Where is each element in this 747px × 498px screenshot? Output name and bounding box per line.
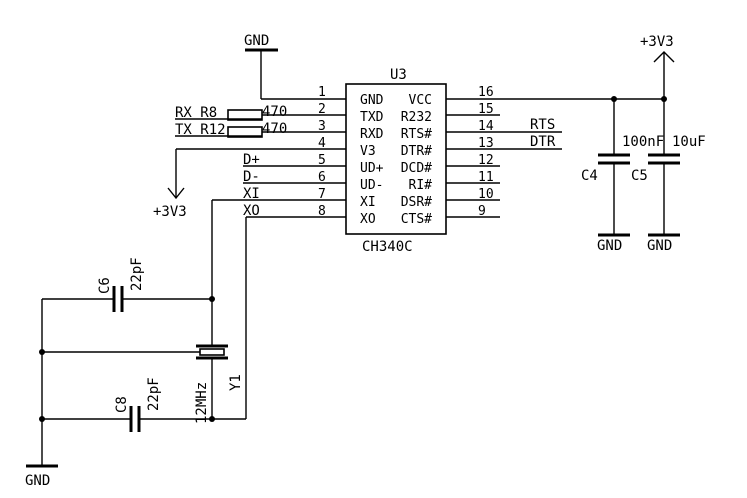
y1-ref: Y1	[228, 374, 244, 391]
capacitor-c5: C5 10uF	[631, 99, 706, 235]
left-pin-names: GND TXD RXD V3 UD+ UD- XI XO	[360, 93, 384, 227]
pin-number: 11	[478, 170, 494, 185]
right-pin-numbers: 16 15 14 13 12 11 10 9	[478, 85, 494, 219]
pin-name: R232	[401, 110, 432, 125]
net-label-xi: XI	[243, 186, 260, 202]
pin-number: 5	[318, 153, 326, 168]
pin-name: V3	[360, 144, 376, 159]
vcc-label-right: +3V3	[640, 34, 674, 50]
pin-number: 7	[318, 187, 326, 202]
pin-name: GND	[360, 93, 384, 108]
c6-ref: C6	[97, 277, 113, 294]
pin-name: TXD	[360, 110, 384, 125]
pin-number: 1	[318, 85, 326, 100]
r8-value: 470	[262, 104, 287, 120]
net-label-rts: RTS	[530, 117, 555, 133]
c4-ref: C4	[581, 168, 598, 184]
pin-name: XI	[360, 195, 376, 210]
pin-number: 14	[478, 119, 494, 134]
pin-name: DSR#	[401, 195, 432, 210]
ic-u3: U3 CH340C	[345, 67, 447, 255]
pin-name: DTR#	[401, 144, 432, 159]
pin-number: 12	[478, 153, 494, 168]
gnd-label-bottom: GND	[25, 473, 50, 489]
gnd-label-c4: GND	[597, 238, 622, 254]
resistor-r12: TX R12 470	[175, 121, 296, 138]
capacitor-c4: C4 100nF	[581, 99, 664, 235]
c5-value: 10uF	[672, 134, 706, 150]
vcc-symbol-right: +3V3	[640, 34, 675, 99]
net-label-dplus: D+	[243, 152, 260, 168]
vcc-label-left: +3V3	[153, 204, 187, 220]
right-pin-stubs	[446, 114, 562, 218]
net-label-dminus: D-	[243, 169, 260, 185]
pin-name: VCC	[409, 93, 432, 108]
pin-number: 10	[478, 187, 494, 202]
pin-number: 3	[318, 119, 326, 134]
pin-name: RTS#	[401, 127, 432, 142]
ic-body	[345, 83, 447, 235]
pin-name: RXD	[360, 127, 384, 142]
c4-value: 100nF	[622, 134, 664, 150]
pin-number: 8	[318, 204, 326, 219]
pin-number: 6	[318, 170, 326, 185]
r12-value: 470	[262, 121, 287, 137]
gnd-symbol-top: GND	[244, 33, 346, 100]
v3-net: +3V3	[153, 148, 296, 220]
r12-ref: TX R12	[175, 122, 226, 138]
crystal-y1: 12MHz Y1	[194, 344, 244, 424]
junction-dot	[39, 349, 45, 355]
net-label-dtr: DTR	[530, 134, 556, 150]
ic-ref: U3	[390, 67, 407, 83]
pin-name: RI#	[409, 178, 433, 193]
r8-ref: RX R8	[175, 105, 217, 121]
pin-name: UD-	[360, 178, 383, 193]
capacitor-c6: C6 22pF	[42, 257, 212, 312]
left-pin-numbers: 1 2 3 4 5 6 7 8	[318, 85, 326, 219]
c8-value: 22pF	[146, 377, 162, 411]
pin-number: 15	[478, 102, 494, 117]
gnd-symbol-c5: GND	[647, 233, 680, 254]
ic-part: CH340C	[362, 239, 413, 255]
pin-number: 13	[478, 136, 494, 151]
left-pin-stubs	[296, 114, 346, 218]
pin-number: 4	[318, 136, 326, 151]
gnd-symbol-c4: GND	[597, 233, 630, 254]
xi-xo-wires	[209, 199, 296, 422]
pin-name: UD+	[360, 161, 384, 176]
left-gnd-rail: GND	[25, 299, 200, 489]
resistor-r8: RX R8 470	[175, 104, 296, 121]
gnd-label-c5: GND	[647, 238, 672, 254]
pin-number: 9	[478, 204, 486, 219]
pin-name: XO	[360, 212, 376, 227]
gnd-label-top: GND	[244, 33, 269, 49]
c5-ref: C5	[631, 168, 648, 184]
y1-value: 12MHz	[194, 382, 210, 424]
pin-number: 2	[318, 102, 326, 117]
pin-name: CTS#	[401, 212, 432, 227]
capacitor-c8: C8 22pF	[42, 377, 212, 432]
c6-value: 22pF	[129, 257, 145, 291]
pin-name: DCD#	[401, 161, 432, 176]
pin-number: 16	[478, 85, 494, 100]
c8-ref: C8	[114, 396, 130, 413]
net-label-xo: XO	[243, 203, 260, 219]
right-pin-names: VCC R232 RTS# DTR# DCD# RI# DSR# CTS#	[401, 93, 432, 227]
